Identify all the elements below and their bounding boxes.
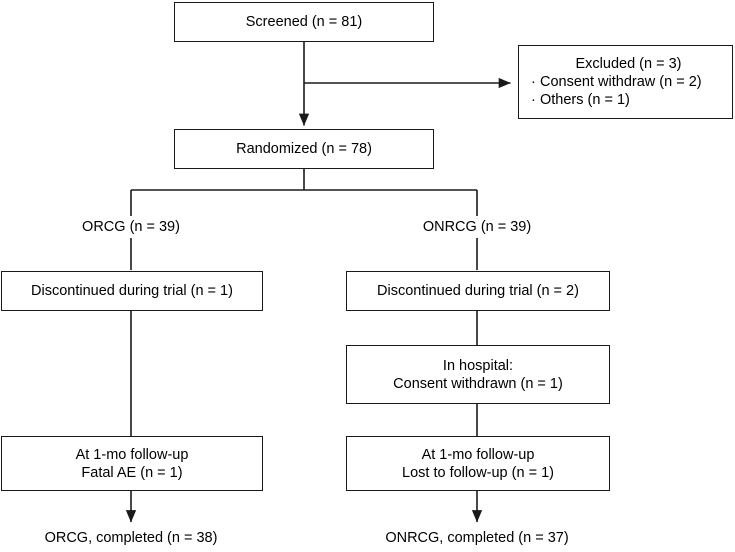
node-excluded-item-0: ·Consent withdraw (n = 2) bbox=[531, 73, 702, 91]
node-excluded-title: Excluded (n = 3) bbox=[575, 56, 682, 72]
label-right-completed-text: ONRCG, completed (n = 37) bbox=[385, 530, 569, 546]
bullet-icon: · bbox=[531, 74, 536, 90]
label-left-completed-text: ORCG, completed (n = 38) bbox=[44, 530, 218, 546]
node-excluded-item-1: ·Others (n = 1) bbox=[531, 91, 630, 109]
label-arm-orcg-text: ORCG (n = 39) bbox=[82, 219, 180, 235]
node-right-discontinued-label: Discontinued during trial (n = 2) bbox=[377, 283, 579, 299]
label-arm-onrcg-text: ONRCG (n = 39) bbox=[422, 219, 532, 235]
node-left-followup: At 1-mo follow-up Fatal AE (n = 1) bbox=[1, 436, 263, 491]
node-left-followup-line1: At 1-mo follow-up bbox=[75, 446, 189, 463]
node-right-in-hospital: In hospital: Consent withdrawn (n = 1) bbox=[346, 345, 610, 404]
node-right-discontinued: Discontinued during trial (n = 2) bbox=[346, 271, 610, 311]
node-randomized-label: Randomized (n = 78) bbox=[236, 141, 372, 157]
label-arm-orcg: ORCG (n = 39) bbox=[31, 216, 231, 238]
node-left-followup-line2: Fatal AE (n = 1) bbox=[81, 464, 183, 481]
node-left-discontinued: Discontinued during trial (n = 1) bbox=[1, 271, 263, 311]
label-left-completed: ORCG, completed (n = 38) bbox=[11, 527, 251, 549]
node-right-followup-line1: At 1-mo follow-up bbox=[421, 446, 535, 463]
node-excluded: Excluded (n = 3) ·Consent withdraw (n = … bbox=[518, 45, 733, 119]
node-left-discontinued-label: Discontinued during trial (n = 1) bbox=[31, 283, 233, 299]
node-screened: Screened (n = 81) bbox=[174, 2, 434, 42]
label-right-completed: ONRCG, completed (n = 37) bbox=[357, 527, 597, 549]
node-right-followup-line2: Lost to follow-up (n = 1) bbox=[402, 464, 554, 481]
node-screened-label: Screened (n = 81) bbox=[245, 14, 363, 30]
node-excluded-item-1-label: Others (n = 1) bbox=[540, 92, 630, 108]
bullet-icon: · bbox=[531, 92, 536, 108]
node-randomized: Randomized (n = 78) bbox=[174, 129, 434, 169]
node-right-in-hospital-line2: Consent withdrawn (n = 1) bbox=[393, 375, 563, 392]
node-right-in-hospital-line1: In hospital: bbox=[442, 357, 514, 374]
node-right-followup: At 1-mo follow-up Lost to follow-up (n =… bbox=[346, 436, 610, 491]
label-arm-onrcg: ONRCG (n = 39) bbox=[377, 216, 577, 238]
node-excluded-item-0-label: Consent withdraw (n = 2) bbox=[540, 74, 702, 90]
